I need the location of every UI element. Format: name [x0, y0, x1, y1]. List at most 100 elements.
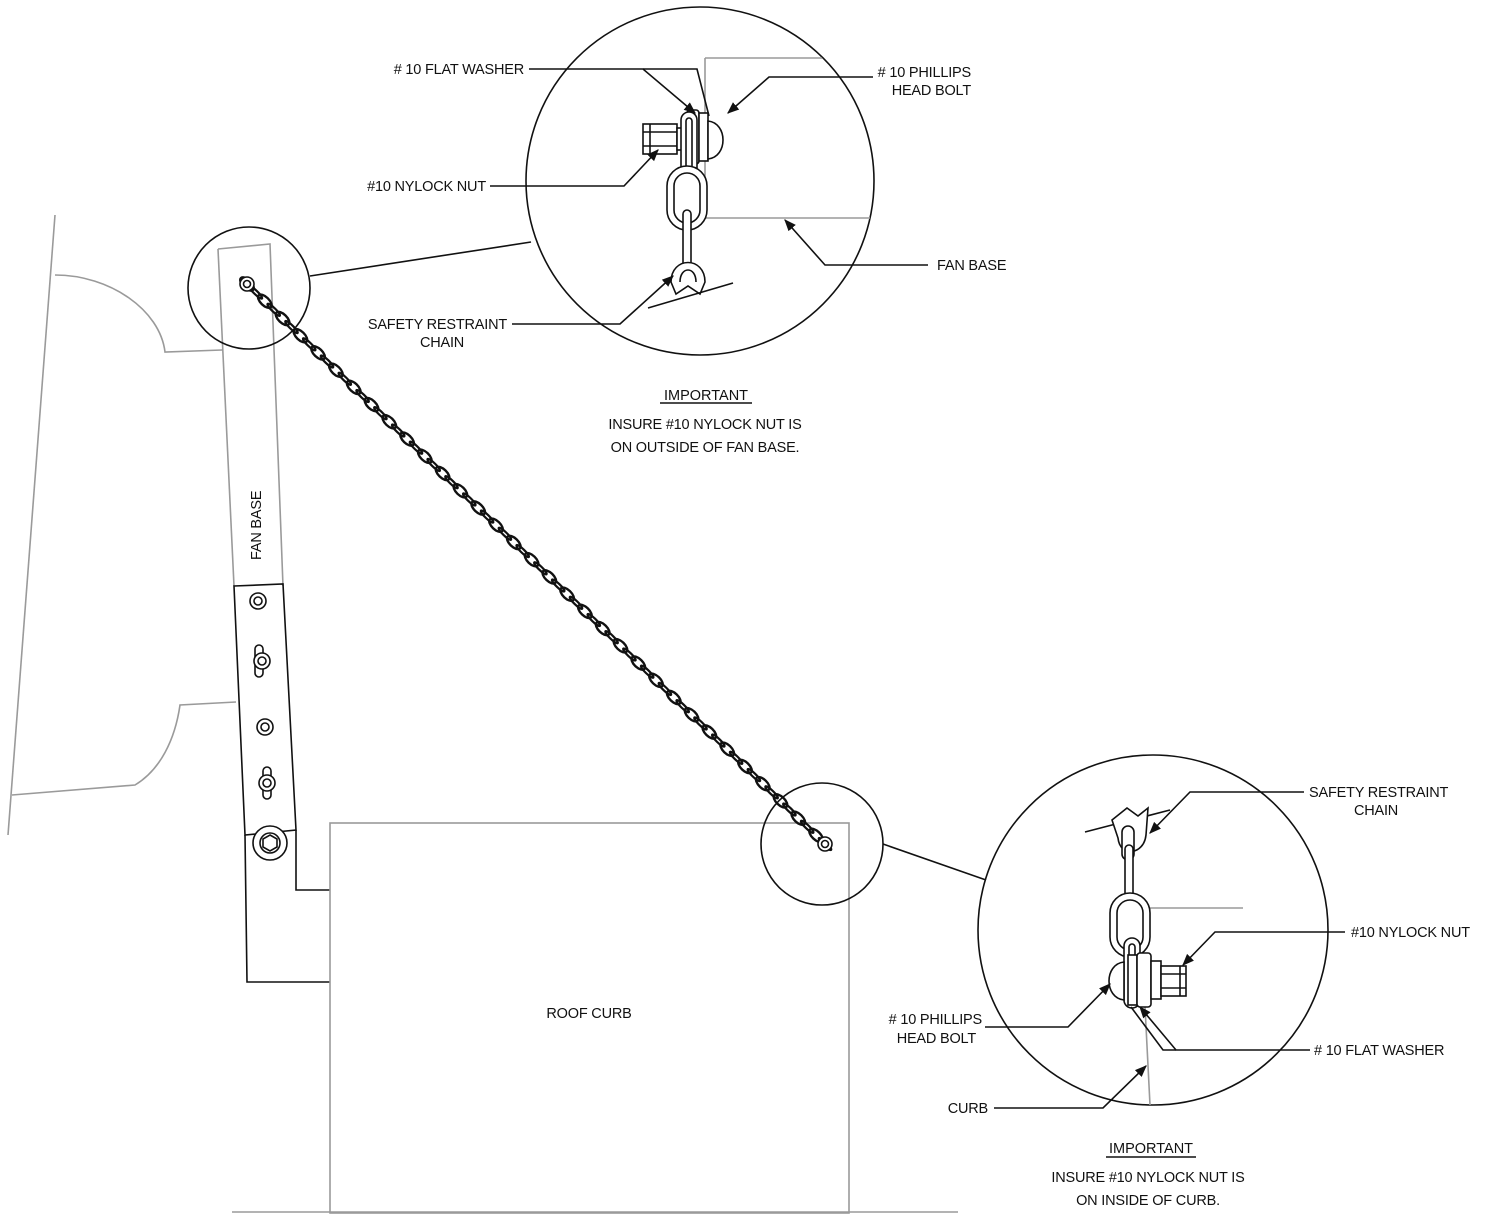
leader-top-fan-base — [784, 219, 928, 266]
callout-leader-bottom — [882, 843, 987, 881]
chain-link — [604, 630, 619, 645]
chain-link — [648, 672, 664, 689]
chain-link — [274, 310, 291, 327]
chain-link — [737, 758, 753, 775]
bracket-bolt-4 — [258, 766, 276, 800]
label-top-chain-line2: CHAIN — [420, 335, 464, 351]
chain-link — [256, 293, 273, 310]
label-bottom-nylock-nut: #10 NYLOCK NUT — [1351, 925, 1470, 941]
fan-housing-outline — [7, 214, 237, 836]
chain-link — [363, 396, 380, 413]
label-bottom-curb: CURB — [948, 1101, 988, 1117]
chain-link — [586, 612, 602, 628]
label-bottom-phillips-line1: # 10 PHILLIPS — [889, 1012, 982, 1028]
bracket-bolt-3 — [256, 718, 274, 736]
chain-link — [683, 706, 700, 723]
chain-link — [373, 406, 388, 421]
top-detail-labels: # 10 FLAT WASHER # 10 PHILLIPS HEAD BOLT… — [367, 62, 1007, 351]
chain-link — [399, 431, 416, 447]
leader-top-nylock-nut — [490, 149, 659, 187]
leader-bottom-flat-washer — [1139, 1006, 1310, 1051]
chain-link — [754, 775, 771, 792]
label-bottom-phillips-line2: HEAD BOLT — [897, 1031, 977, 1047]
chain-link — [408, 440, 424, 455]
fan-base-strip — [217, 243, 284, 587]
chain-link — [345, 379, 362, 396]
chain-link — [630, 655, 647, 671]
label-bottom-chain-line2: CHAIN — [1354, 803, 1398, 819]
chain-link — [301, 337, 317, 352]
chain-link — [665, 689, 682, 706]
top-important-note: IMPORTANT INSURE #10 NYLOCK NUT IS ON OU… — [608, 388, 801, 456]
chain-link — [790, 810, 807, 827]
chain-link — [612, 637, 629, 654]
detail-circle-top — [525, 6, 875, 356]
bottom-important-note: IMPORTANT INSURE #10 NYLOCK NUT IS ON IN… — [1051, 1141, 1244, 1209]
chain-link — [434, 465, 451, 482]
leader-lines — [490, 68, 1345, 1158]
chain-link — [452, 482, 469, 499]
roof-curb — [232, 822, 958, 1214]
leader-bottom-nylock-nut — [1182, 931, 1345, 966]
label-top-chain-line1: SAFETY RESTRAINT — [368, 317, 507, 333]
chain-link — [416, 448, 433, 465]
leader-bottom-chain — [1149, 791, 1304, 834]
chain-link — [568, 595, 584, 610]
note-top-heading: IMPORTANT — [664, 388, 748, 404]
label-top-flat-washer: # 10 FLAT WASHER — [394, 62, 524, 78]
chain-link — [497, 526, 513, 541]
mounting-bracket — [233, 583, 330, 983]
chain-link — [799, 819, 815, 834]
chain-link — [390, 423, 406, 438]
note-bottom-heading: IMPORTANT — [1109, 1141, 1193, 1157]
chain-link — [550, 578, 566, 593]
note-top-line1: INSURE #10 NYLOCK NUT IS — [608, 417, 801, 433]
chain-link — [541, 569, 558, 585]
leader-bottom-curb — [994, 1065, 1147, 1109]
note-bottom-line2: ON INSIDE OF CURB. — [1076, 1193, 1220, 1209]
bracket-bolt-2 — [253, 644, 271, 678]
label-top-phillips-line1: # 10 PHILLIPS — [878, 65, 971, 81]
chain-link — [639, 664, 655, 679]
chain-link — [479, 509, 495, 524]
note-bottom-line1: INSURE #10 NYLOCK NUT IS — [1051, 1170, 1244, 1186]
label-top-fan-base: FAN BASE — [937, 258, 1007, 274]
leader-bottom-phillips-bolt — [985, 983, 1111, 1028]
note-top-line2: ON OUTSIDE OF FAN BASE. — [611, 440, 800, 456]
bracket-bolts — [249, 592, 288, 861]
chain-link — [310, 345, 327, 361]
chain-link — [327, 362, 344, 379]
callout-circle-top — [187, 226, 311, 350]
chain-link — [576, 603, 593, 620]
chain-link — [444, 475, 459, 490]
chain-link — [701, 724, 718, 740]
callout-circles — [187, 6, 1329, 1106]
chain-end-bolts — [239, 276, 833, 852]
chain-link — [523, 551, 540, 568]
label-top-nylock-nut: #10 NYLOCK NUT — [367, 179, 486, 195]
leader-top-flat-washer — [529, 68, 696, 114]
chain-link — [594, 620, 611, 637]
detail-circle-bottom — [977, 754, 1329, 1106]
chain-link — [266, 302, 282, 317]
top-detail-chain — [647, 111, 734, 309]
chain-link — [355, 388, 370, 404]
chain-link — [772, 793, 789, 809]
top-detail-contents — [642, 57, 870, 309]
roof-curb-label: ROOF CURB — [546, 1006, 631, 1022]
chain-link — [284, 319, 299, 335]
chain-link — [505, 534, 522, 551]
chain-end-bolt-top — [239, 276, 255, 292]
leader-top-phillips-bolt — [727, 76, 873, 114]
fan-base-vertical-label: FAN BASE — [249, 490, 265, 560]
chain-link — [719, 741, 736, 758]
chain-link — [657, 681, 673, 697]
chain-link — [461, 492, 477, 507]
chain-link — [488, 517, 504, 534]
bottom-detail-hook — [1084, 806, 1171, 908]
chain-link — [764, 785, 779, 800]
chain-link — [426, 457, 442, 473]
chain-link — [693, 716, 708, 731]
chain-link — [622, 647, 637, 662]
